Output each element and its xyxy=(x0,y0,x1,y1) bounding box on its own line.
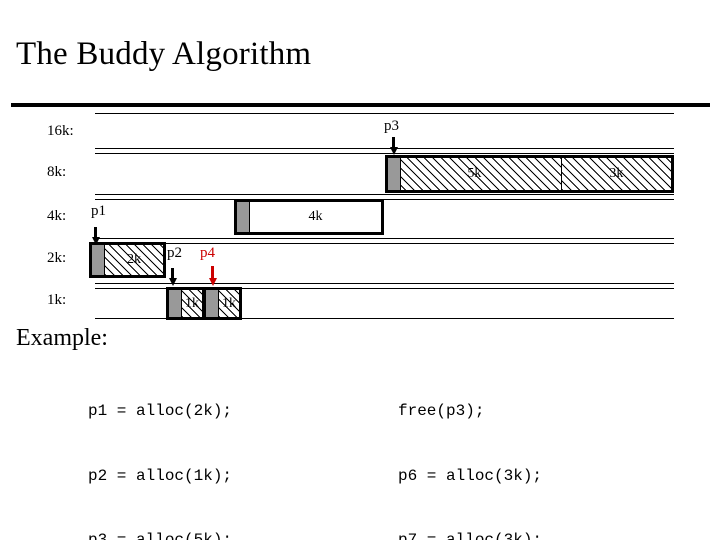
block-handle-icon xyxy=(206,290,219,317)
pointer-arrow-p2 xyxy=(171,268,174,279)
code-line: p6 = alloc(3k); xyxy=(398,466,543,485)
memory-block-1k-b[interactable]: 1k xyxy=(203,287,242,320)
row-line-16k-bottom xyxy=(95,148,674,149)
row-label-8k: 8k: xyxy=(47,164,67,180)
block-handle-icon xyxy=(237,202,250,232)
memory-block-2k[interactable]: 2k xyxy=(89,242,166,278)
code-line: p7 = alloc(3k); xyxy=(398,531,543,540)
memory-segment-1k-b[interactable]: 1k xyxy=(219,290,239,317)
example-heading: Example: xyxy=(16,325,108,351)
row-line-8k-bottom xyxy=(95,194,674,195)
memory-segment-5k[interactable]: 5k xyxy=(388,158,561,190)
row-label-16k: 16k: xyxy=(47,123,74,139)
memory-block-4k[interactable]: 4k xyxy=(234,199,384,235)
page-title: The Buddy Algorithm xyxy=(16,36,312,72)
memory-segment-label: 3k xyxy=(609,166,624,181)
memory-segment-label: 4k xyxy=(308,209,323,224)
pointer-label-p4: p4 xyxy=(200,245,215,261)
memory-block-1k-a[interactable]: 1k xyxy=(166,287,205,320)
pointer-label-p3: p3 xyxy=(384,118,399,134)
code-line: p1 = alloc(2k); xyxy=(88,402,233,420)
memory-segment-label: 1k xyxy=(222,295,236,311)
row-line-1k-bottom xyxy=(95,318,674,319)
row-line-4k-top xyxy=(95,199,674,200)
code-listing-left: p1 = alloc(2k); p2 = alloc(1k); p3 = all… xyxy=(88,358,232,540)
block-handle-icon xyxy=(169,290,182,317)
row-label-1k: 1k: xyxy=(47,292,67,308)
row-line-8k-top xyxy=(95,153,674,154)
row-label-4k: 4k: xyxy=(47,208,67,224)
memory-segment-2k[interactable]: 2k xyxy=(105,245,163,275)
row-label-2k: 2k: xyxy=(47,250,67,266)
code-line: p3 = alloc(5k); xyxy=(88,531,233,540)
pointer-arrow-p4 xyxy=(211,266,214,279)
memory-segment-label: 2k xyxy=(127,252,141,267)
title-divider xyxy=(11,103,710,107)
pointer-arrow-p3 xyxy=(392,137,395,148)
buddy-memory-diagram: 16k: 8k: 4k: 2k: 1k: p3 5k 3k p1 4k xyxy=(0,0,720,330)
code-listing-right: free(p3); p6 = alloc(3k); p7 = alloc(3k)… xyxy=(398,358,542,540)
block-handle-icon xyxy=(92,245,105,275)
pointer-label-p2: p2 xyxy=(167,245,182,261)
pointer-arrow-p1 xyxy=(94,227,97,238)
row-line-2k-bottom xyxy=(95,283,674,284)
pointer-label-p1: p1 xyxy=(91,203,106,219)
memory-segment-label: 1k xyxy=(185,295,199,311)
row-line-1k-top xyxy=(95,288,674,289)
row-line-4k-bottom xyxy=(95,238,674,239)
memory-segment-label: 5k xyxy=(467,166,482,181)
memory-segment-3k[interactable]: 3k xyxy=(560,158,671,190)
code-line: p2 = alloc(1k); xyxy=(88,466,233,485)
memory-segment-1k-a[interactable]: 1k xyxy=(182,290,202,317)
memory-block-8k[interactable]: 5k 3k xyxy=(385,155,674,193)
row-line-2k-top xyxy=(95,243,674,244)
memory-segment-4k[interactable]: 4k xyxy=(250,202,381,232)
row-line-16k-top xyxy=(95,113,674,114)
block-handle-icon xyxy=(388,158,401,190)
code-line: free(p3); xyxy=(398,402,485,420)
